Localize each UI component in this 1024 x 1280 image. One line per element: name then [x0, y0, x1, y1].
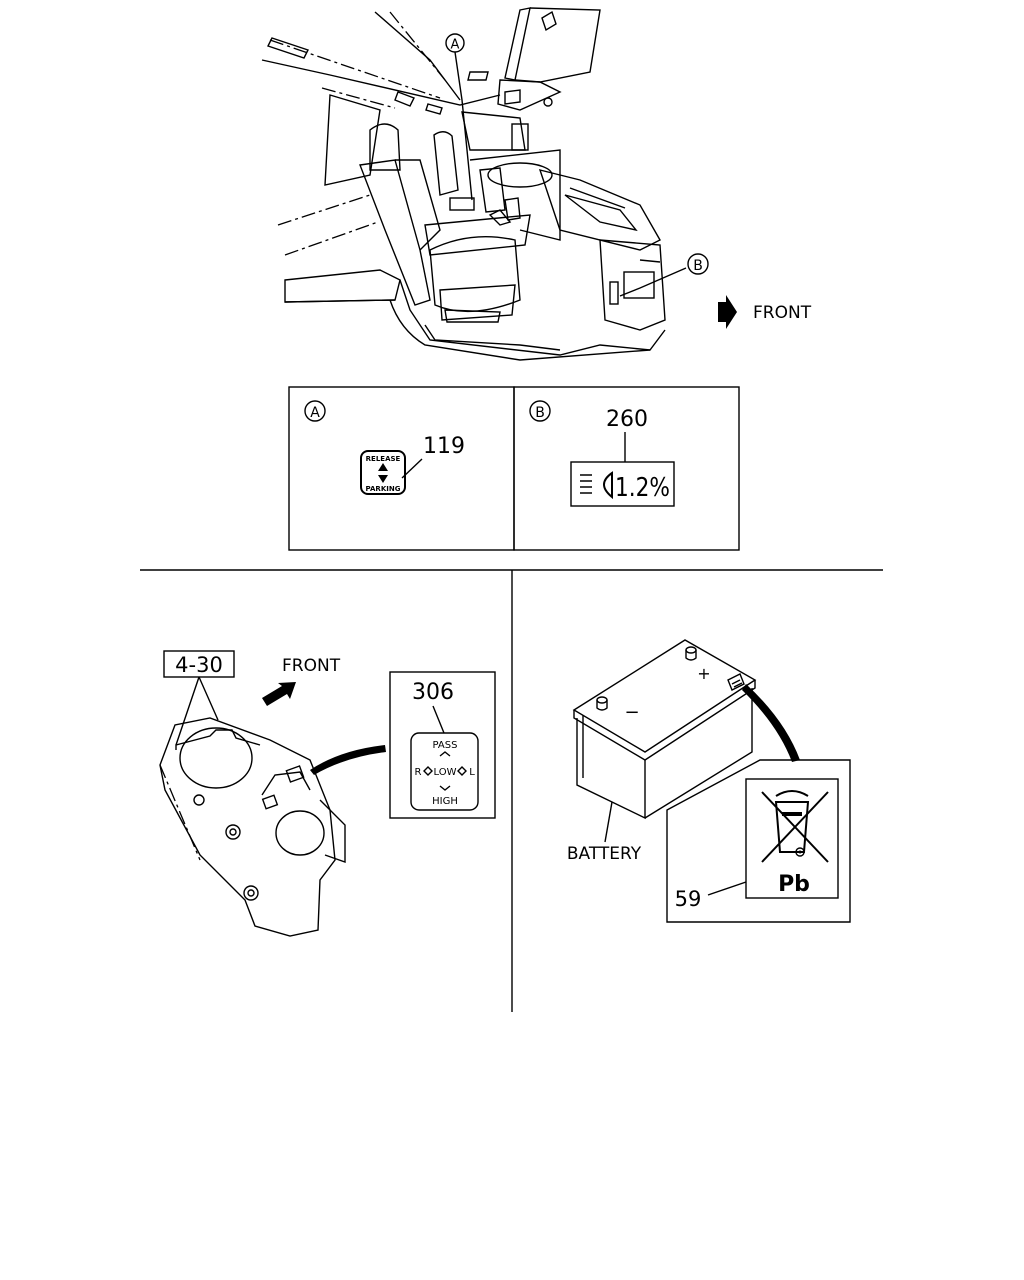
arrow-right-icon: [718, 295, 737, 329]
chevron-down-icon: [439, 785, 451, 791]
right-label: R: [415, 767, 422, 778]
detail-a-part-number: 119: [423, 434, 465, 459]
low-label: LOW: [434, 767, 457, 778]
diamond-left-icon: [423, 766, 433, 776]
minus-sign: −: [624, 702, 639, 723]
front-label-top: FRONT: [753, 303, 812, 323]
high-label: HIGH: [432, 796, 458, 807]
crossed-bin-icon: [761, 790, 829, 863]
pb-label: Pb: [778, 872, 810, 897]
detail-b-part-number: 260: [606, 407, 648, 432]
battery-illustration: − + BATTERY: [567, 639, 800, 864]
callout-b-letter: B: [693, 258, 703, 274]
combination-switch-illustration: 4-30: [159, 650, 386, 937]
front-arrow-bottom: FRONT: [262, 656, 341, 706]
arrow-up-right-icon: [262, 682, 296, 706]
chevron-up-icon: [439, 751, 451, 757]
diamond-right-icon: [457, 766, 467, 776]
left-label: L: [469, 767, 475, 778]
callout-a-letter: A: [451, 38, 460, 53]
release-label: RELEASE: [366, 455, 401, 463]
detail-b-letter: B: [535, 405, 545, 421]
plus-sign: +: [697, 664, 710, 683]
cab-interior-illustration: A B: [261, 7, 709, 361]
level-display-text: 1.2%: [615, 473, 670, 503]
detail-a-letter: A: [310, 405, 320, 421]
ref-box-label: 4-30: [175, 653, 223, 677]
battery-label: BATTERY: [567, 844, 642, 864]
switch-label-box: 306 PASS R LOW L HIGH: [389, 671, 496, 819]
detail-box-a: A 119 RELEASE PARKING: [288, 386, 515, 551]
front-label-bottom: FRONT: [282, 656, 341, 676]
headlight-beam-icon: [580, 471, 613, 500]
battery-part-number: 59: [675, 887, 702, 911]
parking-label: PARKING: [366, 485, 401, 493]
detail-box-b: B 260 1.2%: [513, 386, 740, 551]
recycling-label-box: 59 Pb: [666, 759, 851, 923]
switch-part-number: 306: [412, 680, 454, 705]
up-down-arrow-icon: [378, 463, 388, 483]
front-arrow-top: FRONT: [718, 295, 812, 329]
pass-label: PASS: [433, 740, 458, 751]
